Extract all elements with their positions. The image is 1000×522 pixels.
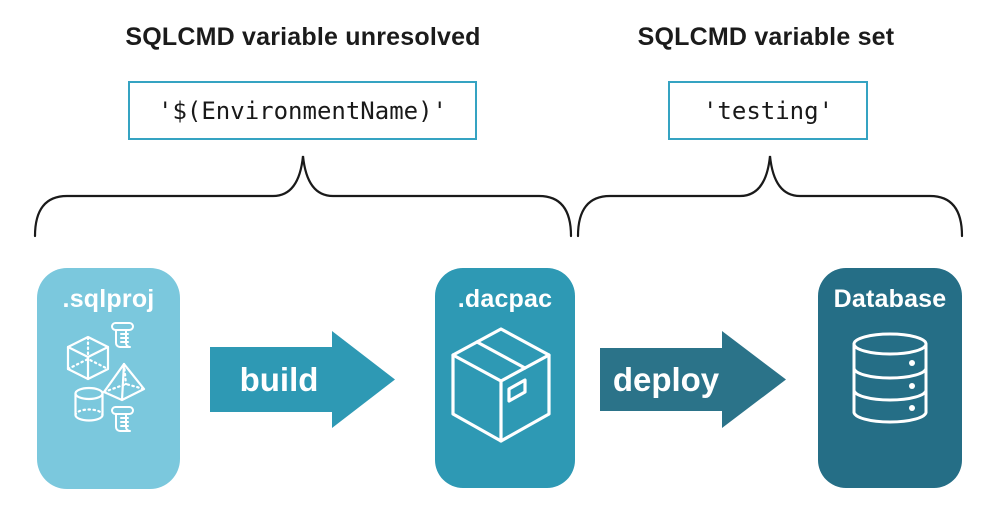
- left-annotation-heading: SQLCMD variable unresolved: [125, 23, 481, 51]
- left-code-box: '$(EnvironmentName)': [128, 81, 477, 140]
- left-curly-brace-icon: [33, 155, 573, 238]
- database-cylinder-icon: [852, 332, 928, 424]
- build-arrow-icon: [210, 331, 395, 428]
- cube-icon: [66, 335, 110, 381]
- database-label: Database: [833, 285, 947, 313]
- unresolved-variable-code: '$(EnvironmentName)': [158, 96, 447, 125]
- pyramid-icon: [102, 362, 146, 402]
- right-annotation-heading: SQLCMD variable set: [637, 23, 895, 51]
- node-dacpac: .dacpac: [435, 268, 575, 488]
- resolved-variable-code: 'testing': [702, 96, 834, 125]
- right-code-box: 'testing': [668, 81, 868, 140]
- cylinder-icon: [74, 386, 104, 422]
- sql-objects-icon: [66, 322, 146, 432]
- deploy-arrow-icon: [600, 331, 786, 428]
- node-sqlproj: .sqlproj: [37, 268, 180, 489]
- script-scroll-icon: [111, 406, 134, 432]
- sqlproj-label: .sqlproj: [62, 285, 155, 313]
- right-curly-brace-icon: [576, 155, 964, 238]
- node-database: Database: [818, 268, 962, 488]
- package-box-icon: [451, 327, 551, 443]
- dacpac-label: .dacpac: [457, 285, 553, 313]
- script-scroll-icon: [111, 322, 134, 348]
